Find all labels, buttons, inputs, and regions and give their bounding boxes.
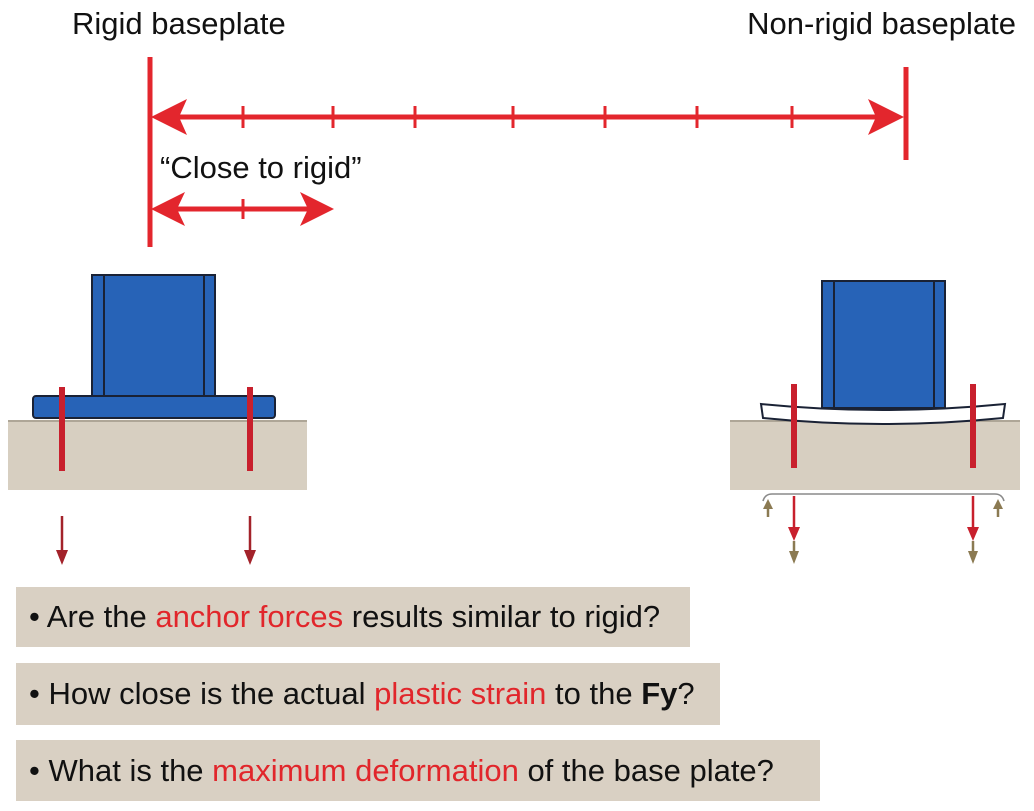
question-highlight: maximum deformation bbox=[212, 753, 519, 788]
close-to-rigid-label: “Close to rigid” bbox=[160, 150, 362, 185]
anchor-bolt-left bbox=[791, 384, 797, 468]
question-max-deformation: • What is the maximum deformation of the… bbox=[16, 740, 820, 801]
deformed-base-plate bbox=[759, 402, 1007, 425]
close-to-rigid-arrowhead-left bbox=[151, 192, 185, 226]
question-text: What is the bbox=[48, 753, 213, 788]
anchor-bolt-right bbox=[247, 387, 253, 471]
full-range-arrow bbox=[151, 99, 904, 135]
question-text: ? bbox=[677, 676, 695, 711]
question-text: to the bbox=[546, 676, 642, 711]
concrete-foundation bbox=[730, 421, 1020, 490]
steel-column bbox=[91, 274, 216, 398]
additional-force-arrowhead bbox=[789, 551, 799, 564]
anchor-force-arrow-right bbox=[244, 516, 256, 565]
bullet: • bbox=[29, 753, 40, 788]
anchor-bolt-left bbox=[59, 387, 65, 471]
anchor-force-arrowhead bbox=[244, 550, 256, 565]
question-text: Are the bbox=[46, 599, 156, 634]
full-range-arrowhead-left bbox=[151, 99, 187, 135]
anchor-force-arrowhead bbox=[788, 527, 800, 541]
question-text: of the base plate? bbox=[518, 753, 774, 788]
bullet: • bbox=[29, 676, 40, 711]
question-text: How close is the actual bbox=[48, 676, 375, 711]
question-plastic-strain: • How close is the actual plastic strain… bbox=[16, 663, 720, 725]
question-highlight: plastic strain bbox=[374, 676, 547, 711]
rigid-base-plate bbox=[32, 395, 276, 419]
steel-column bbox=[821, 280, 946, 409]
concrete-foundation bbox=[8, 421, 307, 490]
rigidity-scale bbox=[147, 57, 909, 247]
close-to-rigid-arrowhead-right bbox=[300, 192, 334, 226]
anchor-force-arrowhead bbox=[967, 527, 979, 541]
reaction-arrowhead bbox=[993, 499, 1003, 509]
additional-force-arrowhead bbox=[968, 551, 978, 564]
rigid-baseplate-label: Rigid baseplate bbox=[72, 6, 286, 41]
full-range-arrowhead-right bbox=[868, 99, 904, 135]
question-text: results similar to rigid? bbox=[343, 599, 661, 634]
plate-deflection-line bbox=[762, 493, 1005, 502]
yield-stress-symbol: Fy bbox=[641, 676, 678, 711]
reaction-arrowhead bbox=[763, 499, 773, 509]
question-anchor-forces: • Are the anchor forces results similar … bbox=[16, 587, 690, 647]
prying-reaction-arrow-right bbox=[993, 499, 1003, 517]
anchor-force-arrowhead bbox=[56, 550, 68, 565]
anchor-force-arrow-right bbox=[967, 496, 979, 564]
non-rigid-baseplate-assembly bbox=[730, 280, 1020, 564]
close-to-rigid-arrow bbox=[151, 192, 334, 226]
non-rigid-baseplate-label: Non-rigid baseplate bbox=[747, 6, 1016, 41]
anchor-force-arrow-left bbox=[788, 496, 800, 564]
question-highlight: anchor forces bbox=[155, 599, 344, 634]
anchor-bolt-right bbox=[970, 384, 976, 468]
rigid-baseplate-assembly bbox=[8, 274, 307, 565]
anchor-force-arrow-left bbox=[56, 516, 68, 565]
bullet: • bbox=[29, 599, 40, 634]
prying-reaction-arrow-left bbox=[763, 499, 773, 517]
